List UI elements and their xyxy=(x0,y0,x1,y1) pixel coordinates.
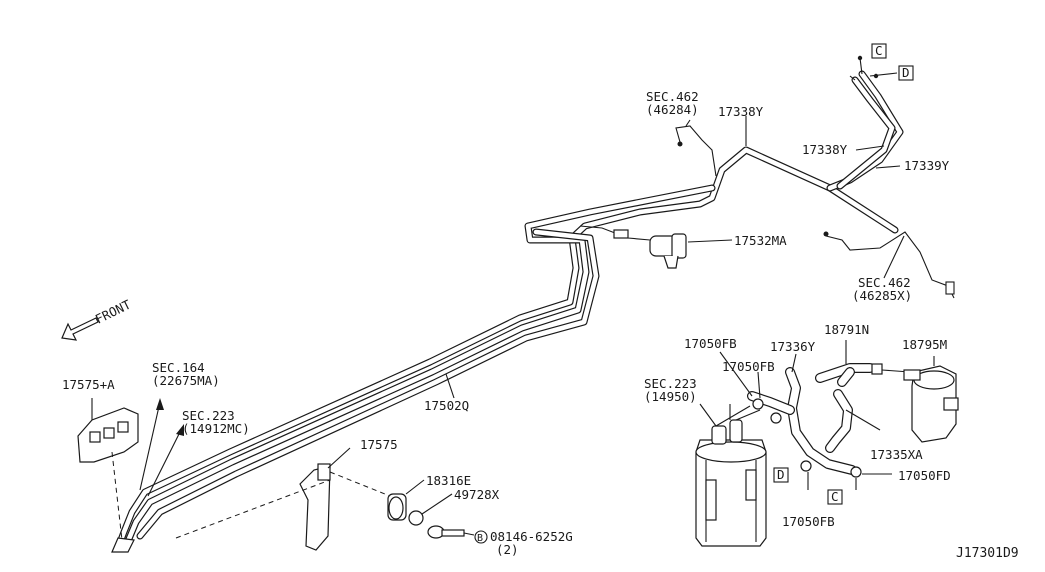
label-17502q: 17502Q xyxy=(424,398,469,413)
label-17050fb-a: 17050FB xyxy=(684,336,737,351)
sec-pointer-arrows xyxy=(139,398,184,497)
ref-box-d-top-label: D xyxy=(902,65,910,80)
label-17050fb-c: 17050FB xyxy=(782,514,835,529)
label-17338y-b: 17338Y xyxy=(802,142,848,157)
bolt-circle-label: B xyxy=(477,533,483,544)
ref-box-c-bottom-label: C xyxy=(831,489,839,504)
label-bolt: 08146-6252G xyxy=(490,529,573,544)
protector-17575a xyxy=(77,398,139,541)
ref-box-d-top xyxy=(898,65,914,81)
label-49728x: 49728X xyxy=(454,487,500,502)
sec462-46284-hose xyxy=(675,125,717,177)
front-direction-arrow xyxy=(61,317,99,341)
label-bolt-qty: (2) xyxy=(496,542,519,557)
label-18795m: 18795M xyxy=(902,337,947,352)
ref-box-d-bottom-label: D xyxy=(777,467,785,482)
label-sec462-b-ref: (46285X) xyxy=(852,288,912,303)
clip-49728x xyxy=(408,493,453,526)
bolt-08146-6252g xyxy=(427,525,475,539)
label-17050fb-b: 17050FB xyxy=(722,359,775,374)
label-sec223-b-ref: (14950) xyxy=(644,389,697,404)
label-17336y: 17336Y xyxy=(770,339,816,354)
drawing-id: J17301D9 xyxy=(956,546,1019,561)
label-18791n: 18791N xyxy=(824,322,869,337)
label-sec462-a: SEC.462 xyxy=(646,89,699,104)
front-label: FRONT xyxy=(93,297,134,327)
label-17339y: 17339Y xyxy=(904,158,950,173)
label-sec164: SEC.164 xyxy=(152,360,205,375)
main-fuel-pipe-bundle xyxy=(111,146,899,553)
label-17050fd: 17050FD xyxy=(898,468,951,483)
upper-right-pipes xyxy=(826,55,904,192)
ref-box-c-top xyxy=(871,43,887,59)
label-17338y-a: 17338Y xyxy=(718,104,764,119)
evap-hoses xyxy=(747,363,911,478)
label-17532ma: 17532MA xyxy=(734,233,787,248)
label-sec462-a-ref: (46284) xyxy=(646,102,699,117)
label-18316e: 18316E xyxy=(426,473,471,488)
purge-valve-17532ma xyxy=(579,225,733,269)
label-sec164-ref: (22675MA) xyxy=(152,373,220,388)
label-17575a: 17575+A xyxy=(62,377,115,392)
label-sec462-b: SEC.462 xyxy=(858,275,911,290)
label-17335xa: 17335XA xyxy=(870,447,923,462)
ref-box-d-bottom xyxy=(773,467,789,483)
leader-lines xyxy=(445,116,905,399)
evap-leader-lines xyxy=(699,340,892,490)
label-sec223-a-ref: (14912MC) xyxy=(182,421,250,436)
bracket-17575 xyxy=(175,447,401,551)
ref-box-c-bottom xyxy=(827,489,843,505)
label-17575: 17575 xyxy=(360,437,398,452)
sec462-46285x-hose xyxy=(825,231,955,299)
filter-18795m xyxy=(903,356,959,443)
bolt-circle-marker xyxy=(474,530,488,544)
evap-canister xyxy=(695,404,767,547)
ref-box-c-top-label: C xyxy=(875,43,883,58)
label-sec223-b: SEC.223 xyxy=(644,376,697,391)
grommet-18316e xyxy=(387,479,425,521)
label-sec223-a: SEC.223 xyxy=(182,408,235,423)
